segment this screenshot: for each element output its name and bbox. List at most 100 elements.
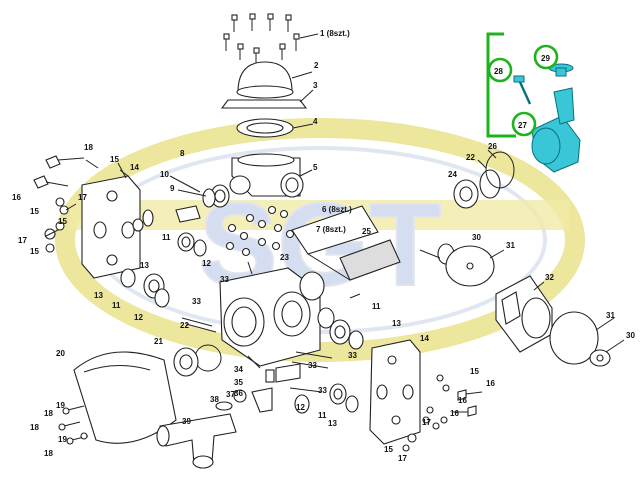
disc-30-31 [437,243,495,287]
dome-cover-2 [236,61,313,99]
part-labels: 1 (8szt.) 2 3 4 5 6 (8szt.) 7 (8szt.) 8 … [12,29,635,463]
bolt-set-1 [223,13,319,64]
label-33-b: 33 [192,297,201,306]
label-33-d: 33 [308,361,317,370]
label-33-c: 33 [348,351,357,360]
label-2: 2 [314,61,319,70]
label-15-a: 15 [110,155,119,164]
label-27: 27 [518,121,527,130]
label-12-a: 12 [202,259,211,268]
valve-parts-8-9-10 [175,184,230,257]
label-33-a: 33 [220,275,229,284]
seals-center [194,307,364,372]
label-15-f: 15 [384,445,393,454]
label-18-c: 18 [30,423,39,432]
label-30-a: 30 [472,233,481,242]
label-36: 36 [234,389,243,398]
bottom-left-screws [58,405,89,445]
label-13-b: 13 [94,291,103,300]
label-11-b: 11 [112,301,121,310]
label-15-b: 15 [30,207,39,216]
label-7: 7 (8szt.) [316,225,346,234]
nut-set-6-7 [225,205,295,257]
leader-lines [45,149,625,353]
cover-plate-3 [220,89,314,109]
right-fasteners [402,374,483,452]
label-15-c: 15 [58,217,67,226]
label-1: 1 (8szt.) [320,29,350,38]
label-23: 23 [280,253,289,262]
label-13-d: 13 [328,419,337,428]
label-5: 5 [313,163,318,172]
label-17-d: 17 [398,454,407,463]
highlighted-housing-27[interactable] [531,87,581,173]
top-chamber-5 [229,153,313,198]
shaft-25 [291,205,401,281]
label-32: 32 [545,273,554,282]
label-11-c: 11 [372,302,381,311]
label-18-d: 18 [44,449,53,458]
label-8: 8 [180,149,185,158]
body-bolts-33 [181,317,333,393]
label-16-a: 16 [12,193,21,202]
label-28: 28 [494,67,503,76]
label-13-c: 13 [392,319,401,328]
label-22-b: 22 [466,153,475,162]
label-16-b: 16 [486,379,495,388]
label-17-a: 17 [78,193,87,202]
label-39: 39 [182,417,191,426]
label-31-b: 31 [606,311,615,320]
label-3: 3 [313,81,318,90]
label-29: 29 [541,54,550,63]
label-6: 6 (8szt.) [322,205,352,214]
pump-body-23 [219,267,325,367]
label-14-a: 14 [130,163,139,172]
label-15-e: 15 [470,367,479,376]
label-12-c: 12 [296,403,305,412]
label-20: 20 [56,349,65,358]
label-4: 4 [313,117,318,126]
label-18-b: 18 [44,409,53,418]
label-16-c: 16 [458,396,467,405]
label-35: 35 [234,378,243,387]
label-14-b: 14 [420,334,429,343]
canister-32 [495,275,553,353]
highlight-bracket [486,32,516,138]
side-cover-14-right [369,339,421,445]
label-31-a: 31 [506,241,515,250]
seals-bottom-center [294,383,359,414]
label-25: 25 [362,227,371,236]
label-12-b: 12 [134,313,143,322]
label-37: 37 [226,390,235,399]
bearing-24 [453,151,515,209]
diaphragm-4 [236,118,314,138]
label-9: 9 [170,184,175,193]
label-21: 21 [154,337,163,346]
label-30-b: 30 [626,331,635,340]
label-10: 10 [160,170,169,179]
label-19-b: 19 [58,435,67,444]
highlight-circles [487,44,559,137]
label-11-d: 11 [318,411,327,420]
label-38: 38 [210,395,219,404]
label-17-b: 17 [18,236,27,245]
label-19-a: 19 [56,401,65,410]
highlighted-bolt-28[interactable] [513,75,532,105]
label-18-a: 18 [84,143,93,152]
left-fasteners [33,155,170,308]
label-34: 34 [234,365,243,374]
label-17-c: 17 [422,418,431,427]
bell-cover-20 [73,351,177,444]
label-13-a: 13 [140,261,149,270]
label-22-a: 22 [180,321,189,330]
fitting-parts-34-38 [215,355,301,413]
disc-31-30-right [549,311,611,367]
elbow-fitting-39 [156,413,237,469]
label-11-a: 11 [162,233,171,242]
label-15-d: 15 [30,247,39,256]
label-33-e: 33 [318,386,327,395]
label-16-d: 16 [450,409,459,418]
label-26: 26 [488,142,497,151]
